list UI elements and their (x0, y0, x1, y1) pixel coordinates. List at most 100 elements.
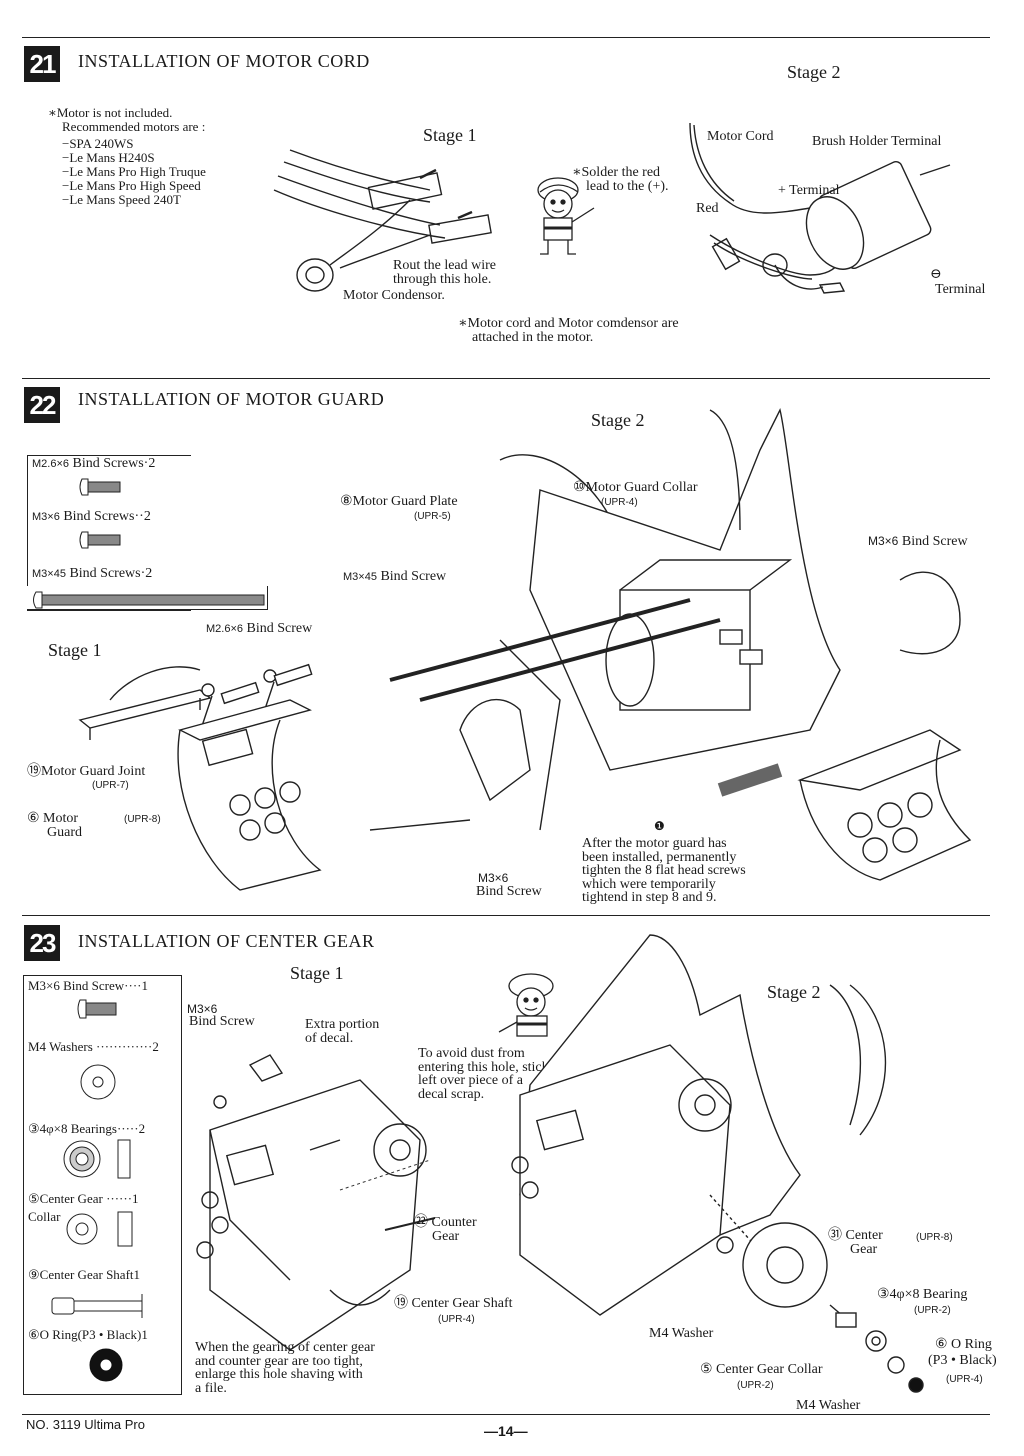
s23-oring-2: (P3 • Black) (928, 1353, 997, 1368)
motor-list-item: −Le Mans Pro High Speed (62, 178, 201, 193)
s23-part-6-label: ⑥O Ring(P3 • Black)1 (28, 1327, 148, 1342)
s23-oring-1: ⑥ O Ring (935, 1337, 992, 1352)
footer-rule (22, 1414, 990, 1415)
s21-motor-list: −SPA 240WS −Le Mans H240S −Le Mans Pro H… (62, 137, 206, 207)
section-23-rule (22, 915, 990, 916)
s23-m4-washer-left: M4 Washer (649, 1326, 714, 1341)
footer-model: NO. 3119 Ultima Pro (26, 1417, 145, 1432)
s22-parts-box (27, 455, 191, 611)
s23-stage1-gearbox-illustration (196, 1054, 436, 1351)
s21-rout-line2: through this hole. (393, 272, 492, 287)
s23-stage1-label: Stage 1 (290, 963, 344, 983)
section-23-title: INSTALLATION OF CENTER GEAR (78, 931, 375, 951)
section-22-number: 22 (24, 387, 60, 423)
note-line: After the motor guard has (582, 836, 727, 851)
s23-part-4-label: ⑤Center Gear ······1 (28, 1191, 139, 1206)
s21-note-recommended: Recommended motors are : (62, 119, 206, 134)
section-21-number: 21 (24, 46, 60, 82)
section-22-title: INSTALLATION OF MOTOR GUARD (78, 389, 385, 409)
s23-center-gear-collar-code: (UPR-2) (737, 1380, 774, 1391)
s22-m36-right-label: M3×6 Bind Screw (868, 534, 968, 549)
collar-icon (66, 1211, 133, 1247)
s21-note-attached-1: ∗Motor cord and Motor comdensor are (458, 316, 679, 331)
s21-minus-terminal-symbol: ⊖ (930, 267, 942, 282)
s21-rout-line1: Rout the lead wire (393, 258, 497, 273)
motor-list-item: −Le Mans Pro High Truque (62, 164, 206, 179)
s21-terminal-label: Terminal (935, 282, 986, 297)
s23-stage2-label: Stage 2 (767, 982, 821, 1002)
note-line: When the gearing of center gear (195, 1340, 375, 1355)
s23-gearing-note: When the gearing of center gear and coun… (195, 1341, 375, 1395)
s23-m36-name: Bind Screw (189, 1014, 255, 1029)
s22-m26-bind-screw-label: M2.6×6 Bind Screw (206, 621, 313, 636)
bind-screw-icon (79, 478, 121, 496)
motor-list-item: −Le Mans Speed 240T (62, 192, 181, 207)
s21-stage1-wiring-illustration (273, 149, 492, 292)
s21-motor-illustration (689, 122, 951, 294)
note-line: and counter gear are too tight, (195, 1353, 363, 1369)
s22-part-2-label: M3×6 Bind Screws··2 (32, 509, 151, 524)
section-21-title: INSTALLATION OF MOTOR CORD (78, 51, 370, 71)
s22-motor-guard-plate-label: ⑧Motor Guard Plate (340, 494, 458, 509)
s22-m36-bottom-name: Bind Screw (476, 884, 542, 899)
s22-motor-guard-collar-label: ⑩Motor Guard Collar (573, 480, 698, 495)
s23-extra-portion-1: Extra portion (305, 1017, 380, 1032)
s22-stage2-chassis-illustration (369, 407, 972, 881)
top-rule (22, 37, 990, 38)
s23-collar-label: Collar (28, 1209, 61, 1224)
washer-icon (80, 1064, 116, 1100)
note-line: which were temporarily (582, 876, 716, 892)
long-bind-screw-icon (33, 591, 265, 609)
s21-stage1-label: Stage 1 (423, 125, 477, 145)
s22-part-3-label: M3×45 Bind Screws·2 (32, 566, 153, 581)
note-line: a file. (195, 1380, 227, 1396)
s21-solder-line2: lead to the (+). (586, 179, 669, 194)
bind-screw-icon (77, 999, 117, 1019)
s21-note-not-included: ∗Motor is not included. (48, 105, 173, 120)
note-line: entering this hole, stick (418, 1059, 549, 1075)
s23-center-gear-shaft-label: ⑲ Center Gear Shaft (394, 1296, 513, 1311)
section-23-number: 23 (24, 925, 60, 961)
s21-motor-cord-label: Motor Cord (707, 129, 774, 144)
s21-solder-line1: ∗Solder the red (572, 165, 661, 180)
s22-motor-guard-label-1: ⑥ Motor (27, 811, 79, 826)
s22-m345-label: M3×45 Bind Screw (343, 569, 447, 584)
s22-note-block: After the motor guard has been installed… (582, 837, 746, 905)
s22-motor-guard-label-2: Guard (47, 825, 82, 840)
note-line: been installed, permanently (582, 849, 737, 865)
s23-extra-portion-2: of decal. (305, 1031, 354, 1046)
mascot-icon (498, 973, 554, 1037)
s22-m36-bottom-size: M3×6 (478, 871, 509, 885)
note-line: enlarge this hole shaving with (195, 1367, 363, 1383)
s22-stage2-label: Stage 2 (591, 410, 645, 430)
s21-red-label: Red (696, 201, 719, 216)
s22-motor-guard-plate-code: (UPR-5) (414, 511, 451, 522)
center-gear-shaft-icon (51, 1294, 143, 1318)
s23-center-gear-shaft-code: (UPR-4) (438, 1314, 475, 1325)
s23-part-5-label: ⑨Center Gear Shaft1 (28, 1267, 141, 1282)
footer-page-number: —14— (484, 1423, 528, 1439)
mascot-icon (537, 177, 595, 255)
s23-m4-washer-bottom: M4 Washer (796, 1398, 861, 1413)
bearing-icon (63, 1139, 131, 1179)
s22-stage1-motor-guard-illustration (78, 663, 322, 891)
s22-note-mark: ❶ (654, 819, 665, 833)
s23-counter-gear-1: ㉒ Counter (414, 1215, 477, 1230)
section-22-rule (22, 378, 990, 379)
s23-parts-box (23, 975, 182, 1395)
note-line: tightend in step 8 and 9. (582, 890, 717, 906)
s22-motor-guard-collar-code: (UPR-4) (601, 497, 638, 508)
s23-part-1-label: M3×6 Bind Screw····1 (28, 978, 148, 993)
note-line: To avoid dust from (418, 1046, 525, 1061)
s23-bearing-code: (UPR-2) (914, 1305, 951, 1316)
motor-list-item: −Le Mans H240S (62, 150, 155, 165)
s22-stage1-label: Stage 1 (48, 640, 102, 660)
s21-plus-terminal-label: + Terminal (778, 183, 840, 198)
note-line: tighten the 8 flat head screws (582, 863, 746, 879)
s23-counter-gear-2: Gear (432, 1229, 460, 1244)
s21-motor-condensor-label: Motor Condensor. (343, 288, 445, 303)
s21-brush-holder-terminal-label: Brush Holder Terminal (812, 134, 942, 149)
motor-list-item: −SPA 240WS (62, 136, 134, 151)
s21-note-attached-2: attached in the motor. (472, 330, 594, 345)
bind-screw-icon (79, 531, 121, 549)
